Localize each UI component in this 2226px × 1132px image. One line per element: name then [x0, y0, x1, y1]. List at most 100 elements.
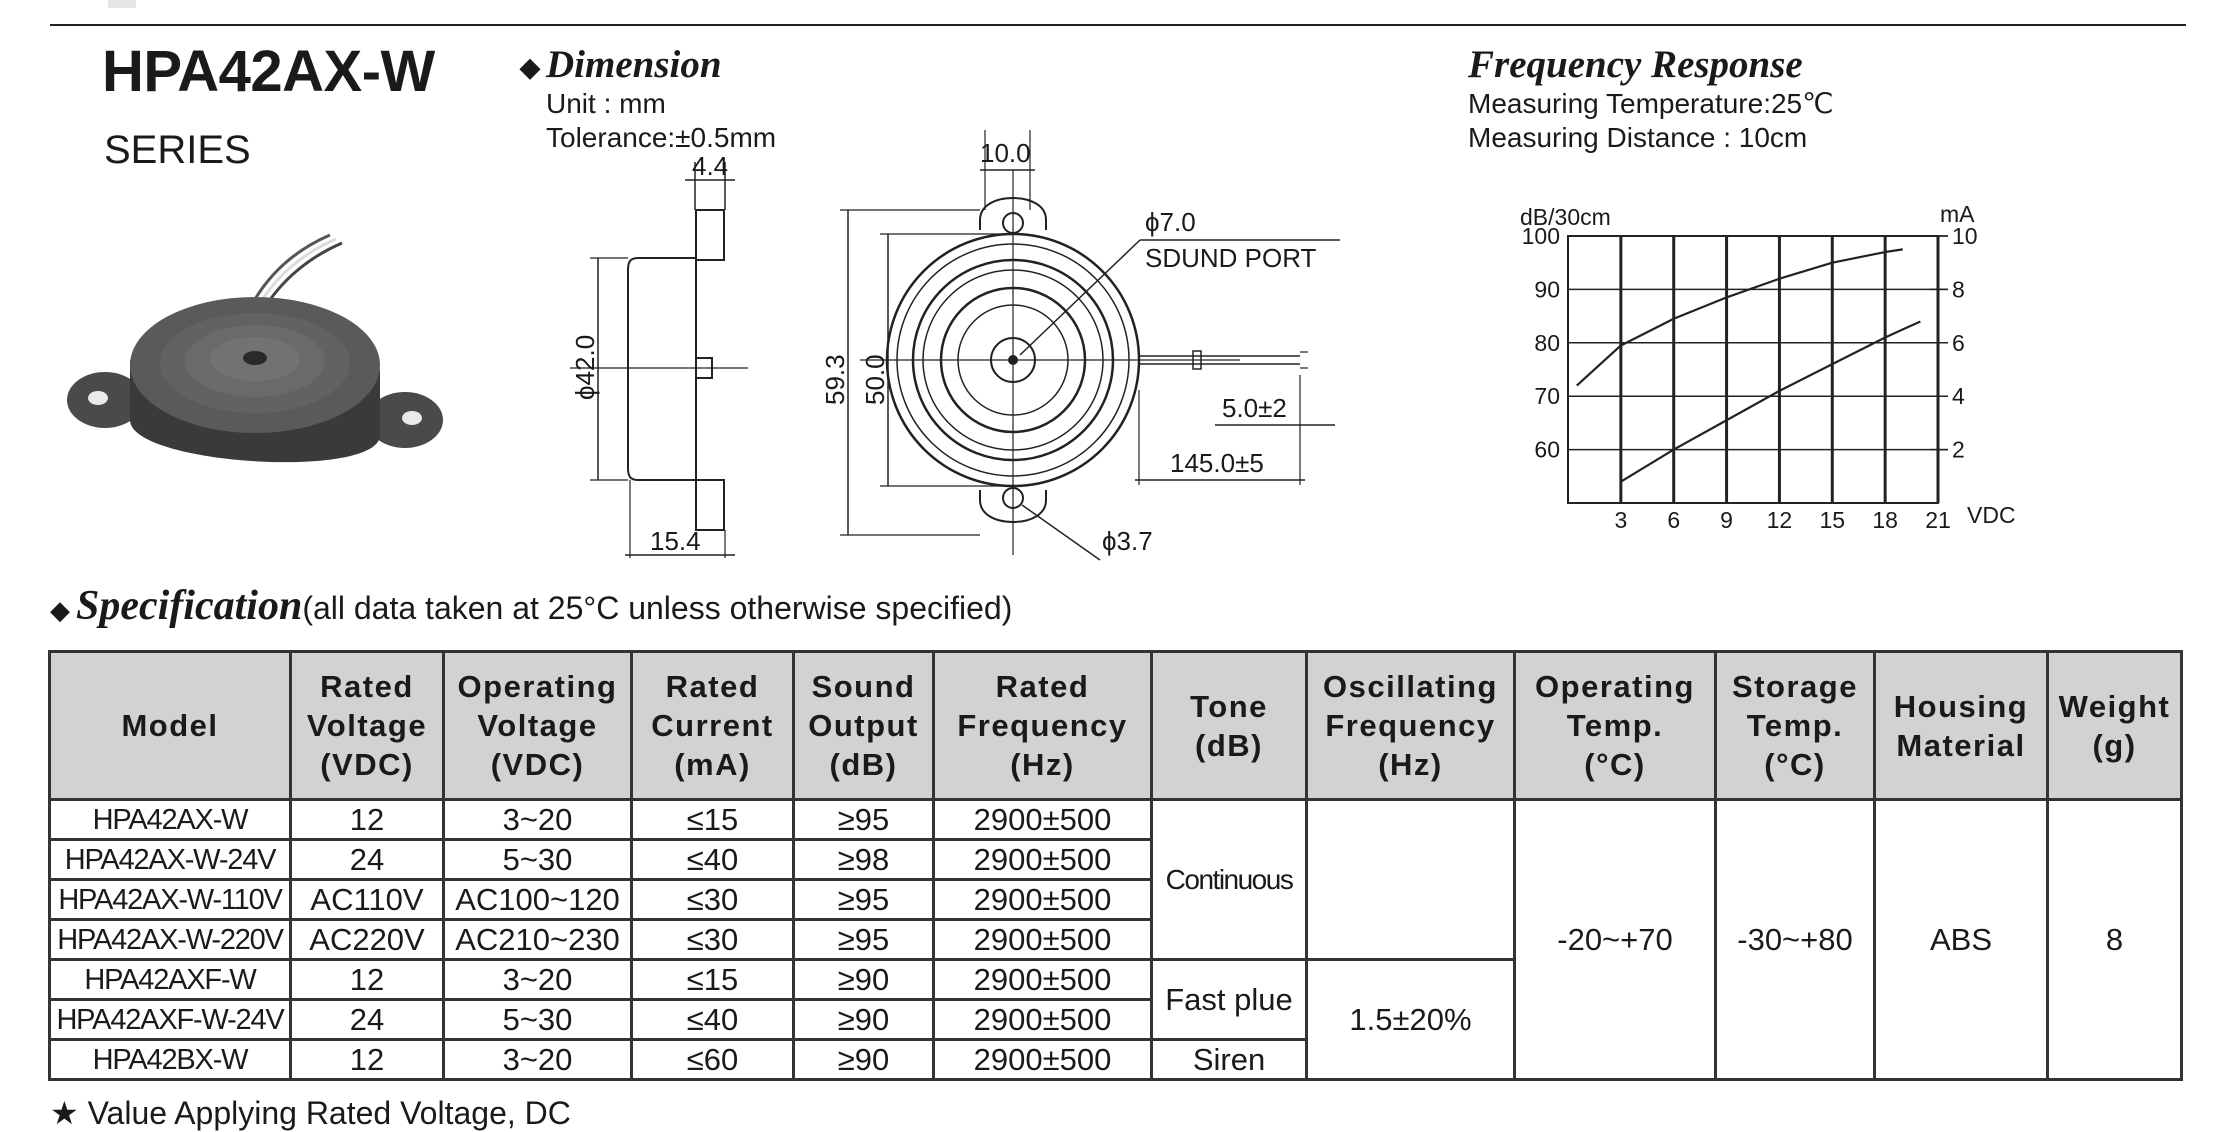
cell-operating-voltage: AC100~120	[442, 878, 633, 921]
y-right-tick-label: 10	[1952, 223, 1978, 249]
cell-operating-voltage: 3~20	[442, 798, 633, 841]
frequency-heading: Frequency Response	[1468, 42, 1803, 87]
y-right-tick-label: 2	[1952, 437, 1965, 463]
x-tick-label: 6	[1667, 507, 1680, 533]
table-row: HPA42BX-W 12 3~20 ≤60 ≥90 2900±500 Siren	[48, 1038, 2182, 1081]
plot-frame	[1567, 235, 1939, 504]
y-left-tick-label: 100	[1522, 223, 1560, 249]
dim-50-0: 50.0	[860, 354, 890, 405]
top-rule	[50, 24, 2186, 26]
cell-sound-output: ≥95	[792, 918, 935, 961]
cell-rated-current: ≤40	[630, 998, 795, 1041]
cell-sound-output: ≥95	[792, 878, 935, 921]
cell-model: HPA42AXF-W-24V	[48, 998, 292, 1041]
cell-sound-output: ≥98	[792, 838, 935, 881]
cell-rated-frequency: 2900±500	[932, 798, 1153, 841]
x-tick-label: 15	[1819, 507, 1845, 533]
cell-model: HPA42AX-W-110V	[48, 878, 292, 921]
cell-operating-temp: -20~+70	[1513, 798, 1717, 1081]
dim-5-0: 5.0±2	[1222, 393, 1287, 423]
y-left-tick-label: 70	[1534, 383, 1560, 409]
frequency-title: Frequency Response	[1468, 43, 1803, 86]
cell-housing-material: ABS	[1873, 798, 2049, 1081]
y-right-tick-label: 4	[1952, 383, 1965, 409]
cell-rated-frequency: 2900±500	[932, 878, 1153, 921]
dim-phi-3-7: ϕ3.7	[1102, 526, 1153, 556]
cell-model: HPA42BX-W	[48, 1038, 292, 1081]
cell-rated-voltage: 24	[289, 998, 445, 1041]
measuring-distance: Measuring Distance : 10cm	[1468, 122, 1808, 153]
unit-text: Unit : mm	[546, 88, 666, 119]
cell-rated-voltage: 12	[289, 798, 445, 841]
cell-operating-voltage: 3~20	[442, 1038, 633, 1081]
cell-operating-voltage: AC210~230	[442, 918, 633, 961]
specification-heading: ◆Specification(all data taken at 25°C un…	[50, 582, 1012, 630]
x-tick-label: 18	[1872, 507, 1898, 533]
cell-rated-current: ≤60	[630, 1038, 795, 1081]
cell-rated-voltage: AC220V	[289, 918, 445, 961]
table-row: HPA42AX-W 12 3~20 ≤15 ≥95 2900±500 Conti…	[48, 798, 2183, 1081]
cell-osc-frequency-blank	[1305, 798, 1516, 961]
table-row: HPA42AX-W-24V 24 5~30 ≤40 ≥98 2900±500	[48, 838, 2182, 881]
y-right-tick-label: 6	[1952, 330, 1965, 356]
tolerance-text: Tolerance:±0.5mm	[546, 122, 777, 153]
cell-rated-current: ≤30	[630, 918, 795, 961]
cell-osc-frequency: 1.5±20%	[1305, 958, 1516, 1081]
cell-model: HPA42AX-W-220V	[48, 918, 292, 961]
cell-rated-voltage: 12	[289, 1038, 445, 1081]
cell-tone-fast: Fast plue	[1150, 958, 1308, 1041]
front-view-drawing: 10.0 59.3 50.0 ϕ7.0 SDUND PORT 5.0±2 145…	[820, 130, 1340, 561]
table-row: HPA42AXF-W 12 3~20 ≤15 ≥90 2900±500 Fast…	[48, 958, 2182, 1081]
logo-fragment	[108, 0, 136, 8]
dimension-title: Dimension	[546, 43, 722, 86]
diamond-icon: ◆	[50, 595, 70, 626]
cell-model: HPA42AX-W	[48, 798, 292, 841]
x-tick-label: 12	[1767, 507, 1793, 533]
dim-4-4: 4.4	[692, 151, 728, 181]
side-view-drawing: 4.4 ϕ42.0 15.4	[570, 151, 748, 558]
table-row: HPA42AXF-W-24V 24 5~30 ≤40 ≥90 2900±500	[48, 998, 2182, 1041]
cell-rated-frequency: 2900±500	[932, 1038, 1153, 1081]
cell-rated-current: ≤15	[630, 958, 795, 1001]
cell-sound-output: ≥95	[792, 798, 935, 841]
cell-rated-frequency: 2900±500	[932, 958, 1153, 1001]
cell-operating-voltage: 5~30	[442, 998, 633, 1041]
dim-59-3: 59.3	[820, 354, 850, 405]
sound-port-label: SDUND PORT	[1145, 243, 1317, 273]
measuring-temperature: Measuring Temperature:25℃	[1468, 88, 1834, 119]
y-right-axis-label: mA	[1940, 201, 1975, 227]
cell-weight: 8	[2046, 798, 2183, 1081]
cell-rated-voltage: AC110V	[289, 878, 445, 921]
cell-operating-voltage: 5~30	[442, 838, 633, 881]
model-title: HPA42AX-W	[102, 39, 435, 104]
specification-title: Specification	[76, 583, 303, 629]
header-model: Model	[48, 650, 292, 801]
x-axis-label: VDC	[1967, 502, 2016, 528]
cell-rated-frequency: 2900±500	[932, 838, 1153, 881]
cell-tone-siren: Siren	[1150, 1038, 1308, 1081]
x-tick-label: 9	[1720, 507, 1733, 533]
header-tone: Tone(dB)	[1150, 650, 1308, 801]
cell-tone-continuous: Continuous	[1150, 798, 1308, 961]
specification-subtitle: (all data taken at 25°C unless otherwise…	[302, 590, 1013, 626]
sound-pressure-line	[1576, 248, 1903, 387]
y-left-tick-label: 80	[1534, 330, 1560, 356]
frequency-info: Measuring Temperature:25℃ Measuring Dist…	[1468, 87, 1834, 155]
cell-storage-temp: -30~+80	[1714, 798, 1876, 1081]
y-left-tick-label: 60	[1534, 437, 1560, 463]
table-row: HPA42AX-W-220V AC220V AC210~230 ≤30 ≥95 …	[48, 918, 2182, 961]
x-tick-label: 21	[1925, 507, 1951, 533]
dimension-heading: ◆Dimension	[520, 42, 722, 87]
dim-15-4: 15.4	[650, 526, 701, 556]
series-label: SERIES	[104, 128, 251, 172]
cell-operating-voltage: 3~20	[442, 958, 633, 1001]
